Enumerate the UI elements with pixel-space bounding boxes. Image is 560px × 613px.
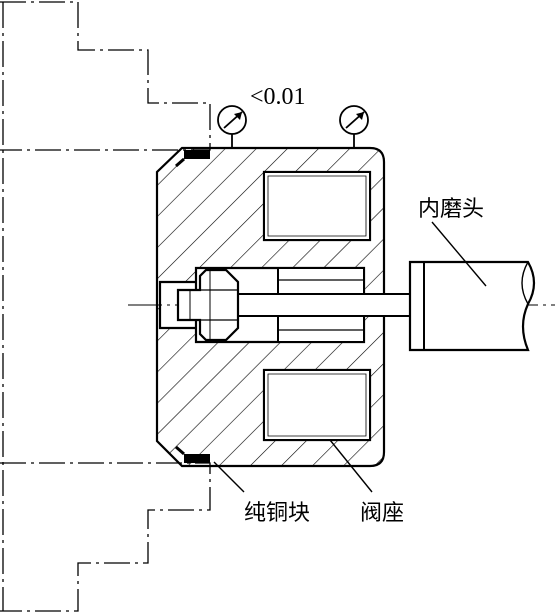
valve-seat-label: 阀座 <box>360 501 404 526</box>
leader-valve-seat <box>329 439 373 493</box>
copper-block-top <box>184 150 210 159</box>
grinding-head-label: 内磨头 <box>418 197 484 222</box>
chuck-outline-top <box>0 1 211 151</box>
copper-block-label: 纯铜块 <box>244 501 310 526</box>
leader-grinding-head <box>431 221 487 287</box>
upper-cavity-fillet <box>267 175 367 237</box>
dial-gauge-icon <box>217 105 247 148</box>
leader-copper-block <box>213 461 245 493</box>
chuck-outline-bottom <box>0 462 211 612</box>
grinding-shank <box>237 293 411 317</box>
grinding-head <box>408 260 536 352</box>
lower-cavity <box>263 369 371 441</box>
upper-cavity <box>263 171 371 241</box>
dial-gauge-icon <box>339 105 369 148</box>
lower-cavity-fillet <box>267 373 367 437</box>
copper-block-bottom <box>184 454 210 463</box>
tolerance-label: <0.01 <box>250 84 306 110</box>
